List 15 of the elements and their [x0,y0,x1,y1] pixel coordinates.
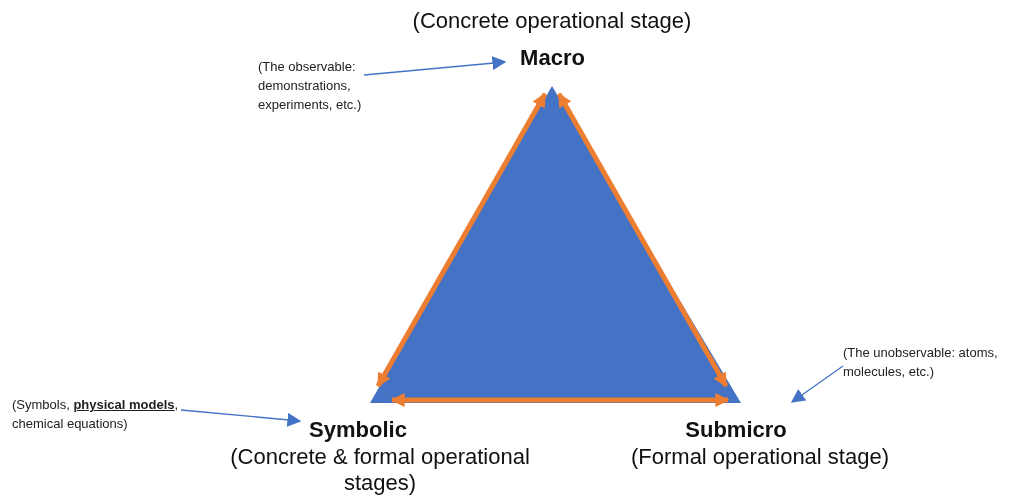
level-label: Macro [520,46,585,71]
note-text: (The observable: demonstrations, experiments, etc.) [258,58,363,115]
stage-label: (Formal operational stage) [630,444,890,471]
double-arrow [390,393,730,407]
leader-arrow [790,365,844,403]
note-text: (Symbols, physical models, chemical equations) [12,396,180,434]
stage-label: (Concrete operational stage) [411,8,693,35]
leader-arrow [363,56,507,76]
note-text: (The unobservable: atoms, molecules, etc.) [843,344,999,382]
stage-label: (Concrete & formal operational stages) [229,444,531,497]
leader-arrow [180,409,302,427]
double-arrow [556,92,729,388]
level-label: Symbolic [309,417,407,442]
double-arrow [375,92,548,388]
level-label: Submicro [685,417,787,442]
